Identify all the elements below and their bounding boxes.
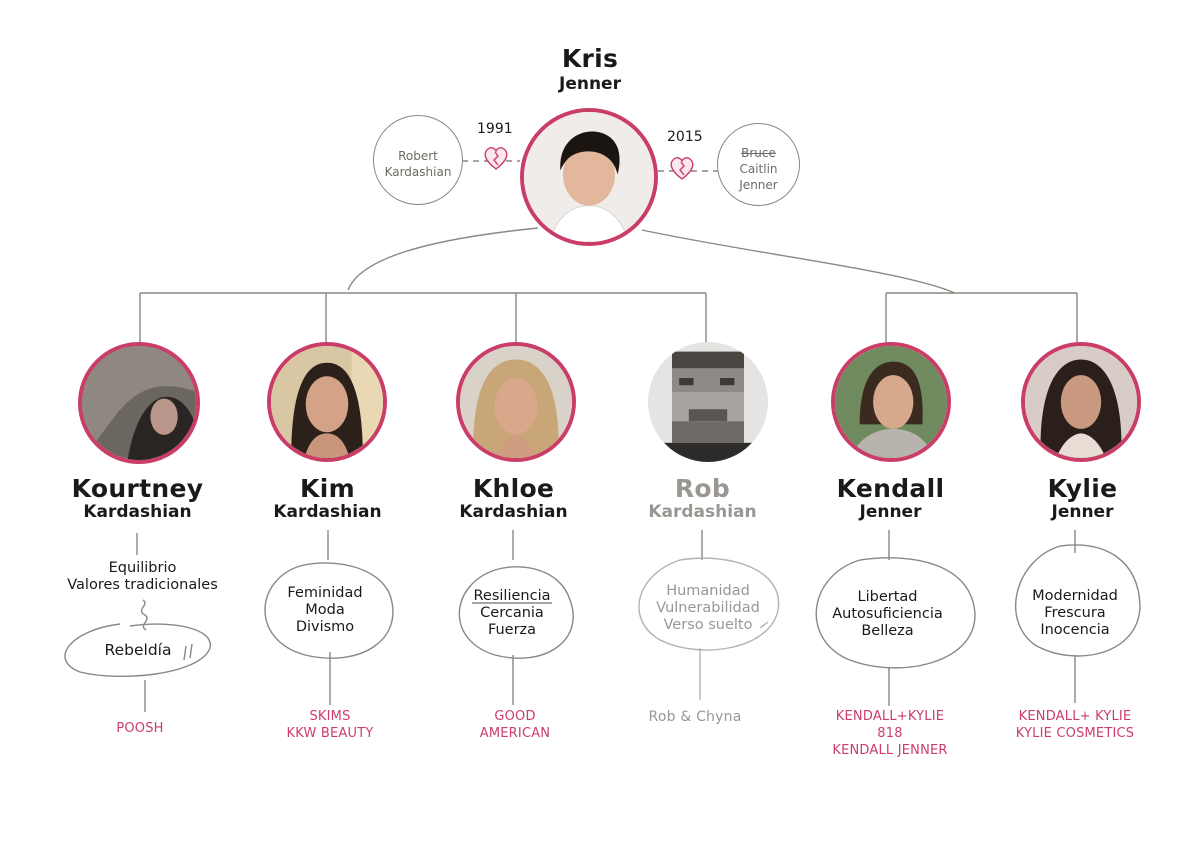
child-first-name-khloe: Khloe bbox=[472, 474, 555, 503]
circle-kylie bbox=[1014, 544, 1141, 657]
partner-caitlin-first: Caitlin bbox=[739, 162, 778, 176]
portrait-icon bbox=[460, 346, 572, 458]
trait-circle-text: Fuerza bbox=[487, 622, 537, 638]
trait-circle-text: Inocencia bbox=[1040, 622, 1110, 638]
portrait-icon bbox=[524, 112, 654, 242]
year-2015: 2015 bbox=[667, 129, 703, 145]
brand-label: KENDALL+KYLIE bbox=[835, 709, 945, 724]
brand-label: 818 bbox=[877, 726, 903, 741]
trait-circle-text: Divismo bbox=[295, 619, 355, 635]
squiggle bbox=[140, 599, 148, 631]
partner-robert-first: Robert bbox=[398, 149, 438, 163]
brand-label: POOSH bbox=[116, 721, 164, 736]
root-last-name: Jenner bbox=[559, 74, 621, 94]
broken-heart-icon bbox=[484, 147, 508, 170]
brand-label: AMERICAN bbox=[479, 726, 551, 741]
year-1991: 1991 bbox=[477, 121, 513, 137]
trait-circle-text: Vulnerabilidad bbox=[656, 600, 760, 616]
trait-text: Valores tradicionales bbox=[67, 577, 218, 593]
portrait-kourtney bbox=[78, 342, 200, 464]
portrait-icon bbox=[1025, 346, 1137, 458]
trait-circle-text: Rebeldía bbox=[104, 641, 172, 659]
partner-robert-last: Kardashian bbox=[384, 165, 452, 179]
partner-caitlin-last: Jenner bbox=[739, 178, 778, 192]
child-first-name-kendall: Kendall bbox=[836, 474, 945, 503]
trait-circle-text: Modernidad bbox=[1032, 588, 1118, 604]
trait-circle-text: Resiliencia bbox=[473, 588, 551, 604]
child-last-name-khloe: Kardashian bbox=[459, 502, 568, 522]
partner-circle-caitlin bbox=[717, 123, 800, 206]
trait-circle-text: Belleza bbox=[861, 623, 914, 639]
child-last-name-kendall: Jenner bbox=[859, 502, 922, 522]
brand-label: KENDALL+ KYLIE bbox=[1018, 709, 1132, 724]
portrait-icon bbox=[271, 346, 383, 458]
trait-circle-text: Frescura bbox=[1044, 605, 1106, 621]
portrait-rob-pixelated bbox=[648, 342, 768, 462]
partner-caitlin-struck-name: Bruce bbox=[741, 146, 776, 160]
trait-circle-text: Moda bbox=[305, 602, 345, 618]
brand-label: SKIMS bbox=[309, 709, 351, 724]
curve-left bbox=[347, 227, 539, 291]
child-last-name-rob: Kardashian bbox=[648, 502, 757, 522]
portrait-kris-jenner bbox=[520, 108, 658, 246]
brand-label: GOOD bbox=[494, 709, 536, 724]
trait-circle-text: Humanidad bbox=[666, 583, 750, 599]
trait-circle-text: Verso suelto bbox=[663, 617, 753, 633]
child-first-name-kourtney: Kourtney bbox=[71, 474, 204, 503]
child-last-name-kourtney: Kardashian bbox=[83, 502, 192, 522]
child-first-name-rob: Rob bbox=[674, 474, 731, 503]
broken-heart-icon bbox=[670, 157, 694, 180]
portrait-icon bbox=[835, 346, 947, 458]
child-last-name-kim: Kardashian bbox=[273, 502, 382, 522]
trait-text: Equilibrio bbox=[108, 560, 177, 576]
portrait-icon bbox=[648, 342, 768, 462]
trait-circle-text: Feminidad bbox=[287, 585, 363, 601]
portrait-icon bbox=[82, 346, 196, 460]
portrait-kylie bbox=[1021, 342, 1141, 462]
brand-label: KENDALL JENNER bbox=[832, 743, 948, 758]
trait-circle-text: Cercania bbox=[480, 605, 544, 621]
curve-right bbox=[641, 229, 956, 294]
child-last-name-kylie: Jenner bbox=[1051, 502, 1114, 522]
portrait-khloe bbox=[456, 342, 576, 462]
child-first-name-kylie: Kylie bbox=[1047, 474, 1118, 503]
tick-marks bbox=[183, 643, 193, 661]
trait-circle-text: Autosuficiencia bbox=[832, 606, 943, 622]
circle-kourtney bbox=[64, 623, 211, 678]
circle-kim bbox=[264, 562, 394, 659]
partner-circle-robert bbox=[373, 115, 463, 205]
brand-label: KYLIE COSMETICS bbox=[1015, 726, 1135, 741]
circle-kendall bbox=[815, 557, 976, 669]
child-first-name-kim: Kim bbox=[300, 474, 355, 503]
portrait-kim bbox=[267, 342, 387, 462]
portrait-kendall bbox=[831, 342, 951, 462]
trait-circle-text: Libertad bbox=[857, 589, 918, 605]
circle-rob bbox=[638, 557, 780, 651]
brand-label: Rob & Chyna bbox=[648, 709, 742, 725]
circle-khloe bbox=[458, 566, 574, 659]
root-first-name: Kris bbox=[561, 44, 619, 73]
brand-label: KKW BEAUTY bbox=[286, 726, 374, 741]
